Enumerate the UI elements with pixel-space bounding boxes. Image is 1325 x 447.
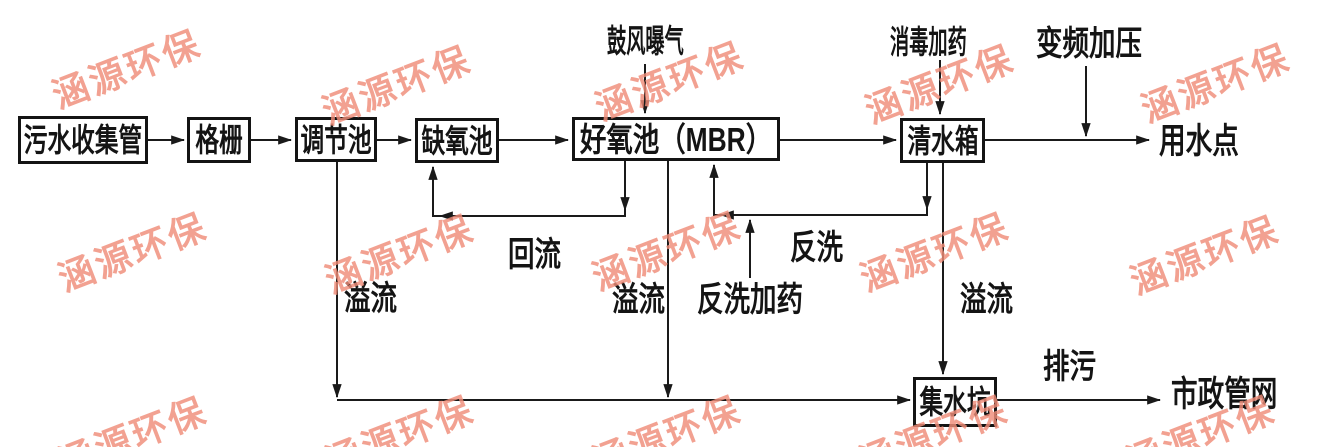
label-blower-aeration: 鼓风曝气 [607, 23, 684, 59]
box-sewage-collection-pipe-label: 污水收集管 [23, 122, 143, 158]
box-sewage-collection-pipe: 污水收集管 [18, 116, 148, 164]
box-anoxic-tank: 缺氧池 [415, 118, 499, 163]
box-anoxic-tank-label: 缺氧池 [421, 122, 493, 159]
box-bar-screen: 格栅 [187, 117, 251, 163]
label-disinfectant-dosing: 消毒加药 [890, 24, 967, 60]
box-sump-pit: 集水坑 [913, 377, 997, 427]
label-overflow-regulating: 溢流 [344, 280, 398, 318]
box-regulating-tank-label: 调节池 [300, 121, 372, 158]
line-backwash-loop [709, 163, 928, 216]
label-backwash: 反洗 [790, 229, 844, 267]
label-blowdown: 排污 [1043, 348, 1097, 386]
box-aerobic-mbr-tank-label: 好氧池（MBR） [579, 120, 773, 158]
box-regulating-tank: 调节池 [295, 117, 377, 162]
box-bar-screen-label: 格栅 [195, 122, 243, 158]
label-overflow-aerobic: 溢流 [612, 281, 666, 319]
box-aerobic-mbr-tank: 好氧池（MBR） [572, 117, 780, 161]
label-backwash-dosing: 反洗加药 [697, 281, 804, 319]
label-overflow-clean-water: 溢流 [960, 281, 1014, 319]
line-reflux-loop [428, 161, 626, 217]
label-municipal-pipe-network: 市政管网 [1171, 375, 1278, 414]
label-water-use-point: 用水点 [1159, 122, 1239, 161]
box-sump-pit-label: 集水坑 [919, 384, 991, 420]
box-clean-water-tank-label: 清水箱 [906, 122, 979, 159]
label-vfd-pressurization: 变频加压 [1036, 25, 1143, 63]
box-clean-water-tank: 清水箱 [900, 118, 985, 163]
label-reflux: 回流 [508, 236, 562, 274]
